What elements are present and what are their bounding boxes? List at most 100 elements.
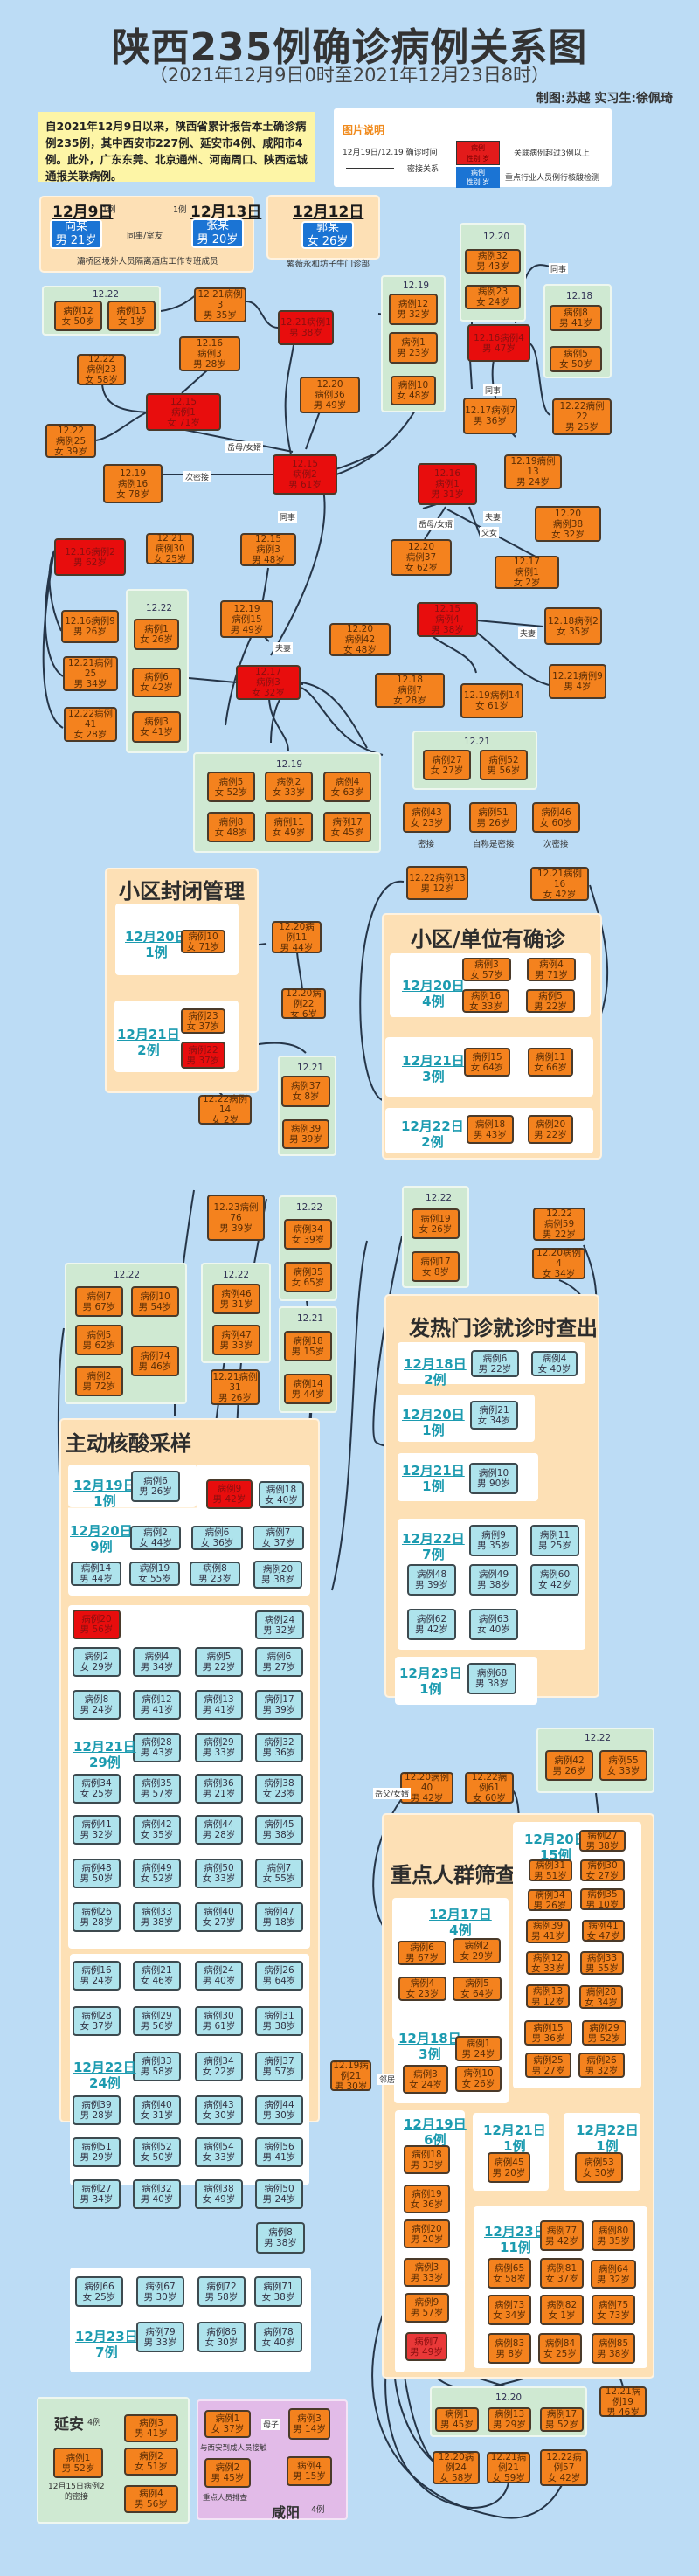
case-guo[interactable]: 郭某女 26岁 <box>301 221 354 249</box>
case-xiang[interactable]: 向某男 21岁 <box>50 219 102 249</box>
